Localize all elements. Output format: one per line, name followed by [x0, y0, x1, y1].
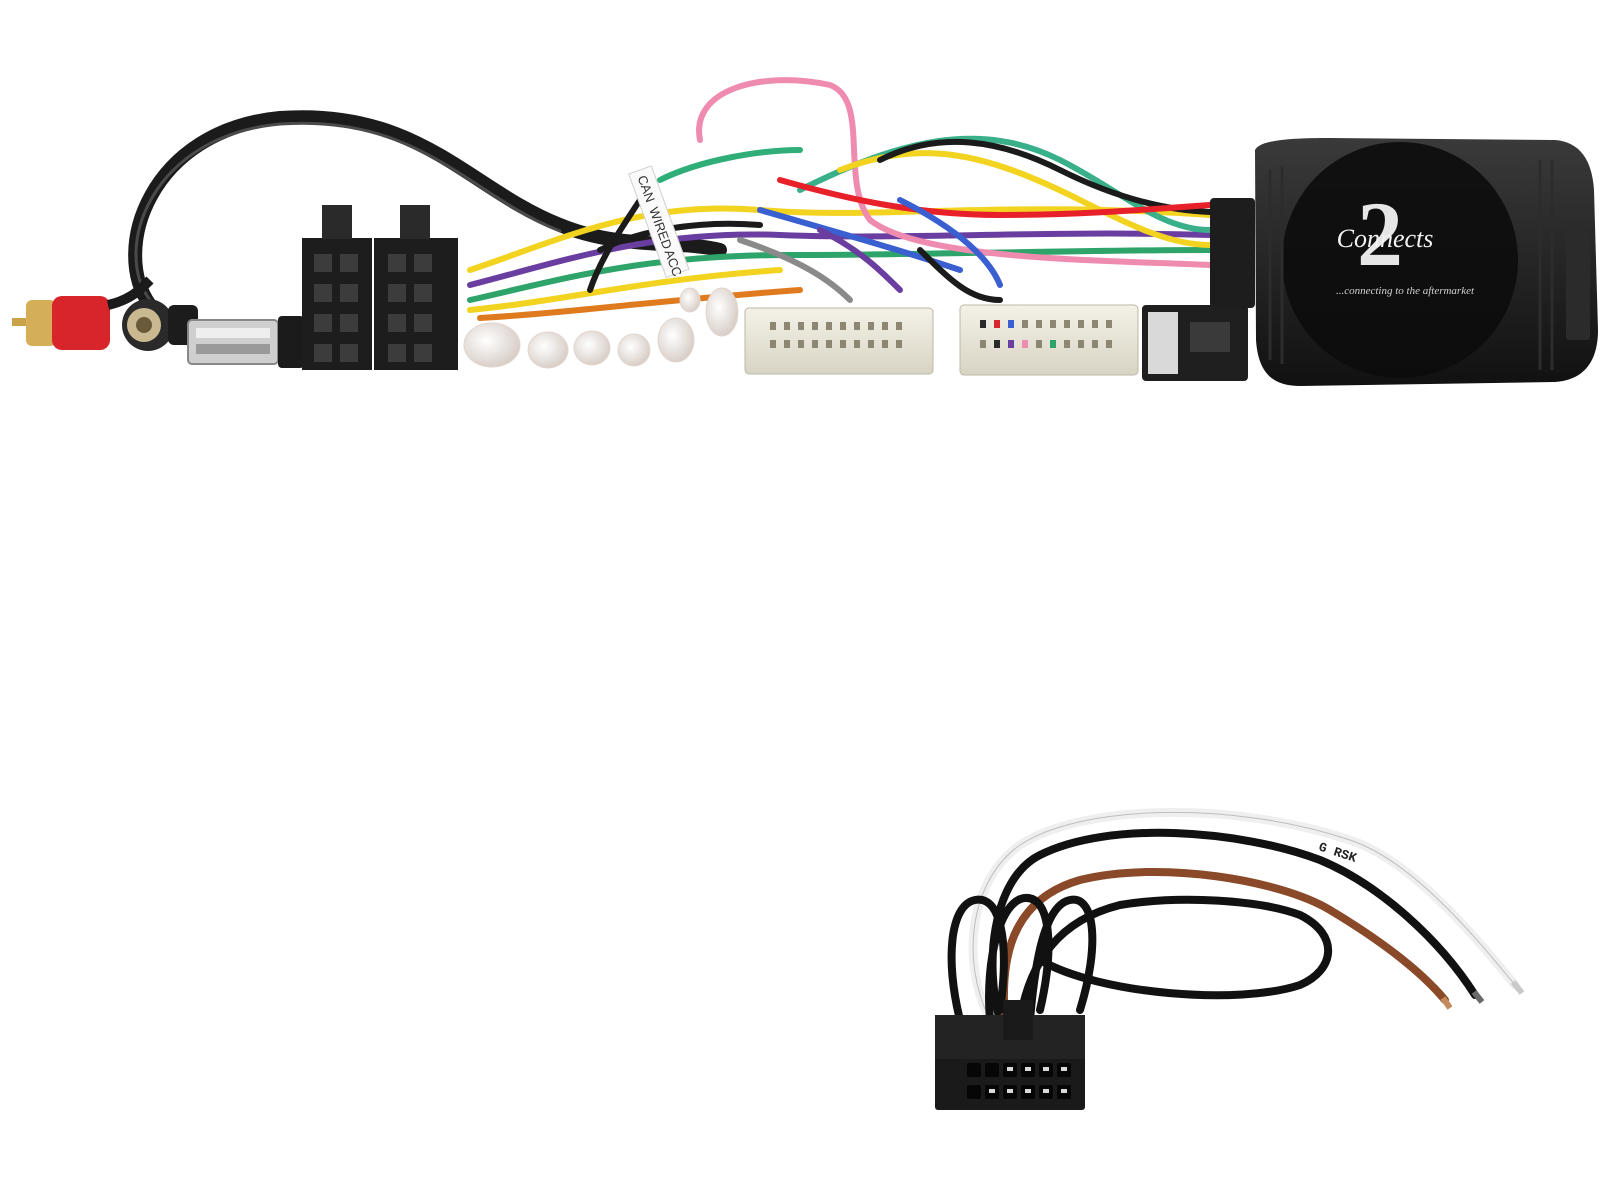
bullet-connectors — [463, 287, 739, 369]
logo-badge — [1282, 142, 1518, 378]
white-connector-right — [959, 304, 1139, 376]
main-harness: CAN WIRED ACC — [12, 77, 1598, 386]
antenna-plug — [122, 299, 198, 351]
twelve-pin-connector — [935, 1000, 1085, 1110]
interface-module: 2 Connects ...connecting to the aftermar… — [1210, 138, 1598, 386]
wire-bundle — [467, 77, 1213, 321]
black-square-connector — [1142, 305, 1248, 381]
ridge-lines — [1268, 160, 1554, 370]
iso-connectors — [302, 205, 458, 370]
antenna-lead-wire-highlight — [134, 121, 562, 302]
brand-logo-text: Connects — [1337, 224, 1434, 253]
brand-tagline: ...connecting to the aftermarket — [1336, 285, 1475, 297]
wire-label-tag: CAN WIRED ACC — [628, 165, 690, 278]
usb-plug — [187, 316, 304, 368]
white-connector-left — [744, 307, 934, 375]
brand-logo-numeral: 2 — [1357, 183, 1403, 285]
secondary-lead: G RSK — [935, 807, 1525, 1110]
rca-plug — [12, 276, 154, 350]
